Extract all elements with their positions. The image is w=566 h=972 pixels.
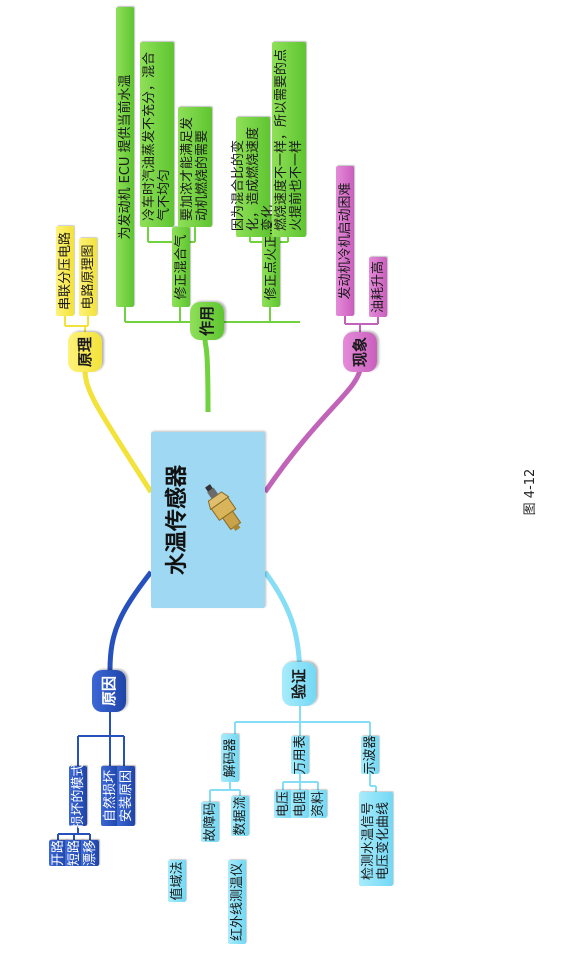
node-series-divider[interactable]: 串联分压电路 bbox=[56, 226, 74, 316]
node-xiuzheng-hunheqi[interactable]: 修正混合气 bbox=[172, 227, 190, 307]
branch-node-yuanli[interactable]: 原理 bbox=[68, 332, 102, 372]
node-fuel-consumption[interactable]: 油耗升高 bbox=[369, 257, 387, 317]
node-resistance[interactable]: 电阻 bbox=[291, 790, 309, 818]
node-infrared-thermometer[interactable]: 红外线测温仪 bbox=[228, 860, 246, 944]
node-circuit-diagram[interactable]: 电路原理图 bbox=[79, 238, 97, 316]
branch-line-yuanyin bbox=[107, 570, 153, 671]
line-jiemaqi-children bbox=[209, 782, 241, 802]
branch-line-xianxiang bbox=[262, 369, 363, 494]
node-fault-code[interactable]: 故障码 bbox=[201, 802, 219, 842]
node-cold-vaporization[interactable]: 冷车时汽油蒸发不充分，混合气不均匀 bbox=[140, 42, 174, 227]
node-ecu-water-temp[interactable]: 为发动机 ECU 提供当前水温 bbox=[116, 7, 134, 307]
line-zuoyong-items bbox=[124, 307, 300, 323]
branch-line-zuoyong bbox=[202, 337, 211, 413]
node-damage-modes[interactable]: 损坏的模式 bbox=[69, 763, 87, 829]
node-multimeter[interactable]: 万用表 bbox=[291, 735, 309, 775]
node-signal-curve[interactable]: 检测水温信号电压变化曲线 bbox=[359, 792, 393, 886]
node-ignition-advance[interactable]: 燃烧速度不一样，所以需要的点火提前也不一样 bbox=[272, 42, 306, 237]
branch-line-yuanli bbox=[82, 369, 154, 494]
node-enrich-mixture[interactable]: 要加浓才能满足发动机燃烧的需要 bbox=[178, 107, 212, 227]
branch-node-yanzheng[interactable]: 验证 bbox=[282, 662, 316, 706]
line-yanzheng-items bbox=[234, 702, 371, 736]
figure-caption: 图 4-12 bbox=[523, 468, 538, 516]
line-xianxiang-items bbox=[344, 316, 379, 332]
node-mixture-burn-speed[interactable]: 因为混合比的变化，造成燃烧速度变化 bbox=[231, 117, 276, 237]
sensor-icon bbox=[205, 484, 242, 532]
branch-node-zuoyong[interactable]: 作用 bbox=[190, 302, 224, 340]
line-shiboqi-children bbox=[369, 774, 377, 792]
node-oscilloscope[interactable]: 示波器 bbox=[361, 735, 379, 775]
line-wanyongbiao-children bbox=[282, 774, 319, 790]
node-installation-cause[interactable]: 安装原因 bbox=[117, 766, 135, 826]
node-data-stream[interactable]: 数据流 bbox=[231, 796, 249, 836]
central-title: 水温传感器 bbox=[165, 465, 190, 576]
node-drift[interactable]: 漂移 bbox=[81, 839, 99, 866]
line-yuanyin-items bbox=[77, 712, 125, 766]
branch-node-yuanyin[interactable]: 原因 bbox=[92, 670, 126, 712]
node-data-sheet[interactable]: 资料 bbox=[309, 790, 327, 818]
branch-node-xianxiang[interactable]: 现象 bbox=[343, 332, 377, 372]
node-cold-start-hard[interactable]: 发动机冷机启动困难 bbox=[336, 166, 354, 316]
line-sunhuai-modes bbox=[57, 826, 91, 840]
node-range-method[interactable]: 值域法 bbox=[168, 860, 186, 902]
node-decoder[interactable]: 解码器 bbox=[221, 734, 239, 782]
central-node[interactable]: 水温传感器 bbox=[151, 432, 265, 608]
node-voltage[interactable]: 电压 bbox=[274, 790, 292, 818]
line-yuanli-items bbox=[64, 316, 89, 332]
